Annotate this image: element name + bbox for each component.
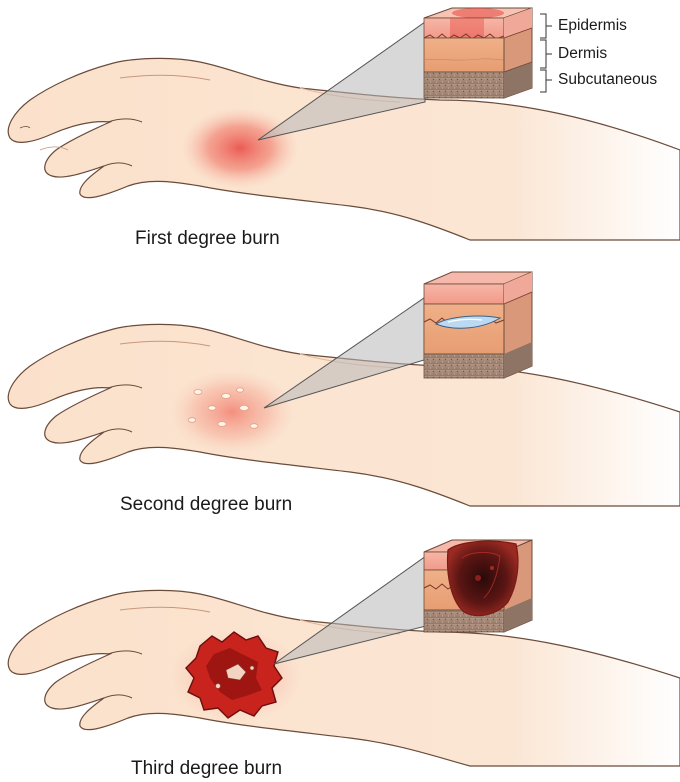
charred-crater: [446, 540, 519, 617]
panel-second-degree: Second degree burn: [0, 262, 680, 522]
burn-area: [182, 108, 298, 188]
panel-third-degree: Third degree burn: [0, 528, 680, 782]
skin-cross-section: [423, 539, 533, 633]
label-subcutaneous: Subcutaneous: [558, 71, 658, 88]
third-degree-illustration: [7, 539, 680, 767]
wound-slough: [215, 663, 255, 689]
burn-area: [170, 370, 294, 454]
panel-first-degree: Epidermis Dermis Subcutaneous First degr…: [0, 0, 680, 260]
blisters: [187, 387, 259, 429]
skin-cross-section: [423, 7, 533, 99]
first-degree-illustration: [7, 7, 680, 241]
hand-illustration: [7, 57, 680, 241]
layer-brackets: [540, 13, 552, 93]
second-degree-illustration: [7, 271, 680, 507]
skin-cross-section: [423, 271, 533, 379]
label-epidermis: Epidermis: [558, 17, 627, 34]
blister-pocket: [434, 315, 502, 329]
label-dermis: Dermis: [558, 45, 608, 62]
caption-third-degree: Third degree burn: [131, 758, 283, 779]
caption-second-degree: Second degree burn: [120, 494, 293, 515]
caption-first-degree: First degree burn: [135, 228, 280, 249]
hand-illustration: [7, 323, 680, 507]
